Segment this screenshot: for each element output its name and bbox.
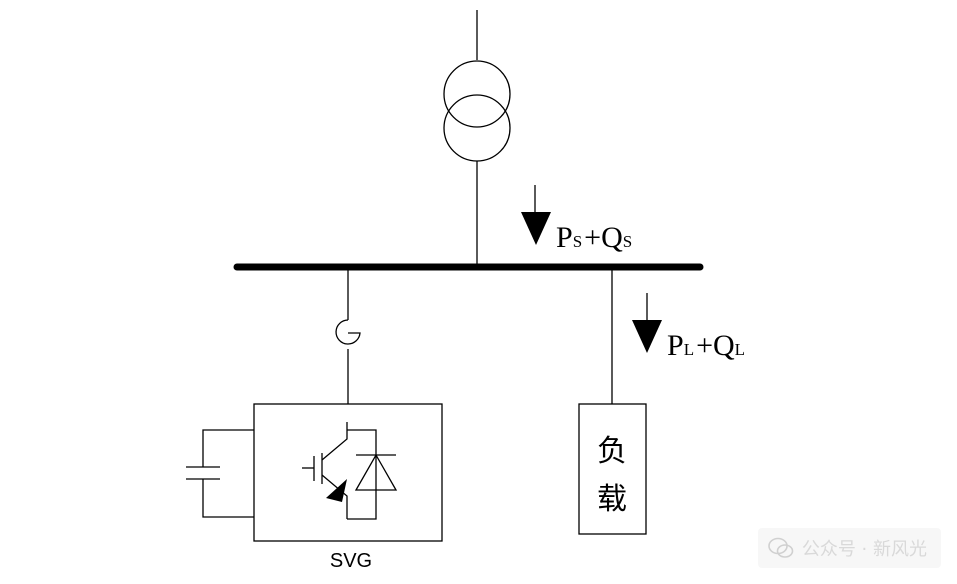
watermark: 公众号 · 新风光	[757, 528, 941, 568]
transformer-symbol	[443, 60, 511, 162]
source-power-label: PS+QS	[556, 221, 632, 254]
load-label-line2: 载	[597, 482, 627, 517]
dc-capacitor-icon	[186, 429, 254, 518]
igbt-emitter-arrow	[326, 479, 347, 502]
load-label-line1: 负	[597, 434, 627, 469]
igbt-icon	[302, 422, 377, 520]
load-power-label: PL+QL	[667, 329, 745, 362]
svg-caption: SVG	[330, 550, 372, 572]
wechat-icon	[768, 537, 794, 558]
svg-converter-box	[253, 403, 443, 542]
diode-icon	[354, 453, 398, 491]
load-flow-arrow	[632, 293, 662, 353]
source-flow-arrow	[521, 185, 551, 245]
watermark-text: 公众号 · 新风光	[801, 539, 927, 560]
reactor-icon	[335, 319, 361, 345]
load-box	[578, 403, 647, 535]
